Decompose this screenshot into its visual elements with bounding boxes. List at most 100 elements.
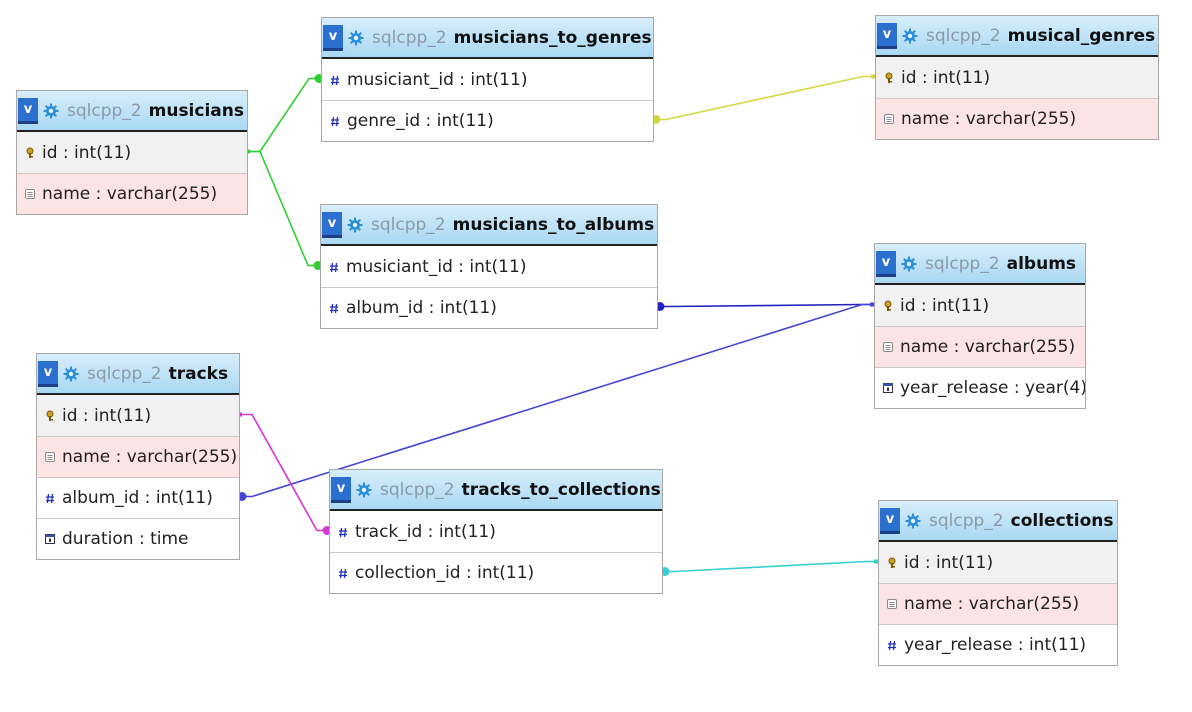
gear-icon[interactable] bbox=[63, 366, 79, 382]
column-label: name : varchar(255) bbox=[904, 594, 1080, 614]
relation-line bbox=[654, 75, 875, 121]
table-name: albums bbox=[1006, 253, 1077, 274]
toggle-columns-button[interactable]: v bbox=[322, 211, 342, 238]
database-name: sqlcpp_2 bbox=[929, 510, 1004, 531]
column-label: album_id : int(11) bbox=[346, 298, 497, 318]
toggle-columns-button[interactable]: v bbox=[18, 97, 38, 124]
column-label: id : int(11) bbox=[62, 405, 152, 426]
number-type-icon bbox=[887, 639, 897, 651]
relation-end-marker bbox=[238, 412, 242, 417]
column-label: collection_id : int(11) bbox=[355, 563, 535, 583]
datetime-type-icon bbox=[45, 533, 55, 545]
table-header[interactable]: v sqlcpp_2 musicians_to_genres bbox=[322, 18, 653, 59]
table-name: musicians bbox=[148, 100, 244, 121]
table-header[interactable]: v sqlcpp_2 musicians_to_albums bbox=[321, 205, 657, 246]
table-header[interactable]: v sqlcpp_2 collections bbox=[879, 501, 1117, 542]
column-row[interactable]: collection_id : int(11) bbox=[330, 552, 662, 593]
column-label: id : int(11) bbox=[42, 142, 132, 163]
column-row[interactable]: genre_id : int(11) bbox=[322, 100, 653, 141]
relation-line bbox=[248, 77, 321, 153]
table-header[interactable]: v sqlcpp_2 musicians bbox=[17, 91, 247, 132]
toggle-columns-button[interactable]: v bbox=[38, 360, 58, 387]
database-name: sqlcpp_2 bbox=[380, 479, 455, 500]
primary-key-icon bbox=[883, 300, 893, 312]
column-row[interactable]: musiciant_id : int(11) bbox=[322, 59, 653, 100]
column-row[interactable]: album_id : int(11) bbox=[37, 477, 239, 518]
table-name: collections bbox=[1010, 510, 1114, 531]
toggle-columns-button[interactable]: v bbox=[877, 22, 897, 49]
database-name: sqlcpp_2 bbox=[67, 100, 142, 121]
primary-key-icon bbox=[887, 557, 897, 569]
database-name: sqlcpp_2 bbox=[371, 214, 446, 235]
text-type-icon bbox=[884, 113, 894, 125]
column-row[interactable]: name : varchar(255) bbox=[37, 436, 239, 477]
toggle-columns-button[interactable]: v bbox=[331, 476, 351, 503]
gear-icon[interactable] bbox=[356, 482, 372, 498]
primary-key-icon bbox=[25, 147, 35, 159]
column-label: id : int(11) bbox=[904, 552, 994, 573]
column-row[interactable]: track_id : int(11) bbox=[330, 511, 662, 552]
column-row[interactable]: id : int(11) bbox=[37, 395, 239, 436]
table-name: musical_genres bbox=[1007, 25, 1156, 46]
column-row[interactable]: id : int(11) bbox=[875, 285, 1085, 326]
table-musicians-to-albums[interactable]: v sqlcpp_2 musicians_to_albums musiciant_id… bbox=[320, 204, 658, 329]
gear-icon[interactable] bbox=[902, 28, 918, 44]
column-row[interactable]: name : varchar(255) bbox=[879, 583, 1117, 624]
number-type-icon bbox=[329, 302, 339, 314]
primary-key-icon bbox=[884, 72, 894, 84]
column-row[interactable]: musiciant_id : int(11) bbox=[321, 246, 657, 287]
column-label: musiciant_id : int(11) bbox=[347, 69, 528, 90]
relation-end-marker bbox=[246, 149, 250, 154]
column-row[interactable]: year_release : int(11) bbox=[879, 624, 1117, 665]
table-name: musicians_to_albums bbox=[452, 214, 655, 235]
table-name: musicians_to_genres bbox=[453, 27, 652, 48]
table-name: tracks bbox=[168, 363, 229, 384]
column-row[interactable]: id : int(11) bbox=[879, 542, 1117, 583]
table-musicians-to-genres[interactable]: v sqlcpp_2 musicians_to_genres musiciant_id… bbox=[321, 17, 654, 142]
text-type-icon bbox=[25, 188, 35, 200]
table-collections[interactable]: v sqlcpp_2 collections id : int(11) name : v… bbox=[878, 500, 1118, 666]
column-label: name : varchar(255) bbox=[901, 109, 1077, 129]
number-type-icon bbox=[330, 115, 340, 127]
toggle-columns-button[interactable]: v bbox=[323, 24, 343, 51]
gear-icon[interactable] bbox=[347, 217, 363, 233]
column-row[interactable]: name : varchar(255) bbox=[876, 98, 1158, 139]
relation-line bbox=[248, 150, 320, 267]
column-label: name : varchar(255) bbox=[900, 337, 1076, 357]
gear-icon[interactable] bbox=[43, 103, 59, 119]
column-label: name : varchar(255) bbox=[42, 184, 218, 204]
number-type-icon bbox=[330, 74, 340, 86]
column-row[interactable]: year_release : year(4) bbox=[875, 367, 1085, 408]
number-type-icon bbox=[45, 492, 55, 504]
column-row[interactable]: id : int(11) bbox=[17, 132, 247, 173]
column-label: album_id : int(11) bbox=[62, 488, 213, 508]
column-row[interactable]: album_id : int(11) bbox=[321, 287, 657, 328]
column-row[interactable]: name : varchar(255) bbox=[875, 326, 1085, 367]
column-row[interactable]: name : varchar(255) bbox=[17, 173, 247, 214]
datetime-type-icon bbox=[883, 382, 893, 394]
toggle-columns-button[interactable]: v bbox=[880, 507, 900, 534]
table-musicians[interactable]: v sqlcpp_2 musicians id : int(11) name : var… bbox=[16, 90, 248, 215]
column-label: year_release : year(4) bbox=[900, 378, 1085, 398]
text-type-icon bbox=[45, 451, 55, 463]
column-row[interactable]: duration : time bbox=[37, 518, 239, 559]
database-name: sqlcpp_2 bbox=[372, 27, 447, 48]
relation-line bbox=[658, 303, 874, 308]
column-label: id : int(11) bbox=[901, 67, 991, 88]
toggle-columns-button[interactable]: v bbox=[876, 250, 896, 277]
gear-icon[interactable] bbox=[348, 30, 364, 46]
column-label: id : int(11) bbox=[900, 295, 990, 316]
gear-icon[interactable] bbox=[901, 256, 917, 272]
relation-end-marker bbox=[874, 559, 878, 564]
relation-end-marker bbox=[870, 302, 874, 307]
gear-icon[interactable] bbox=[905, 513, 921, 529]
column-row[interactable]: id : int(11) bbox=[876, 57, 1158, 98]
